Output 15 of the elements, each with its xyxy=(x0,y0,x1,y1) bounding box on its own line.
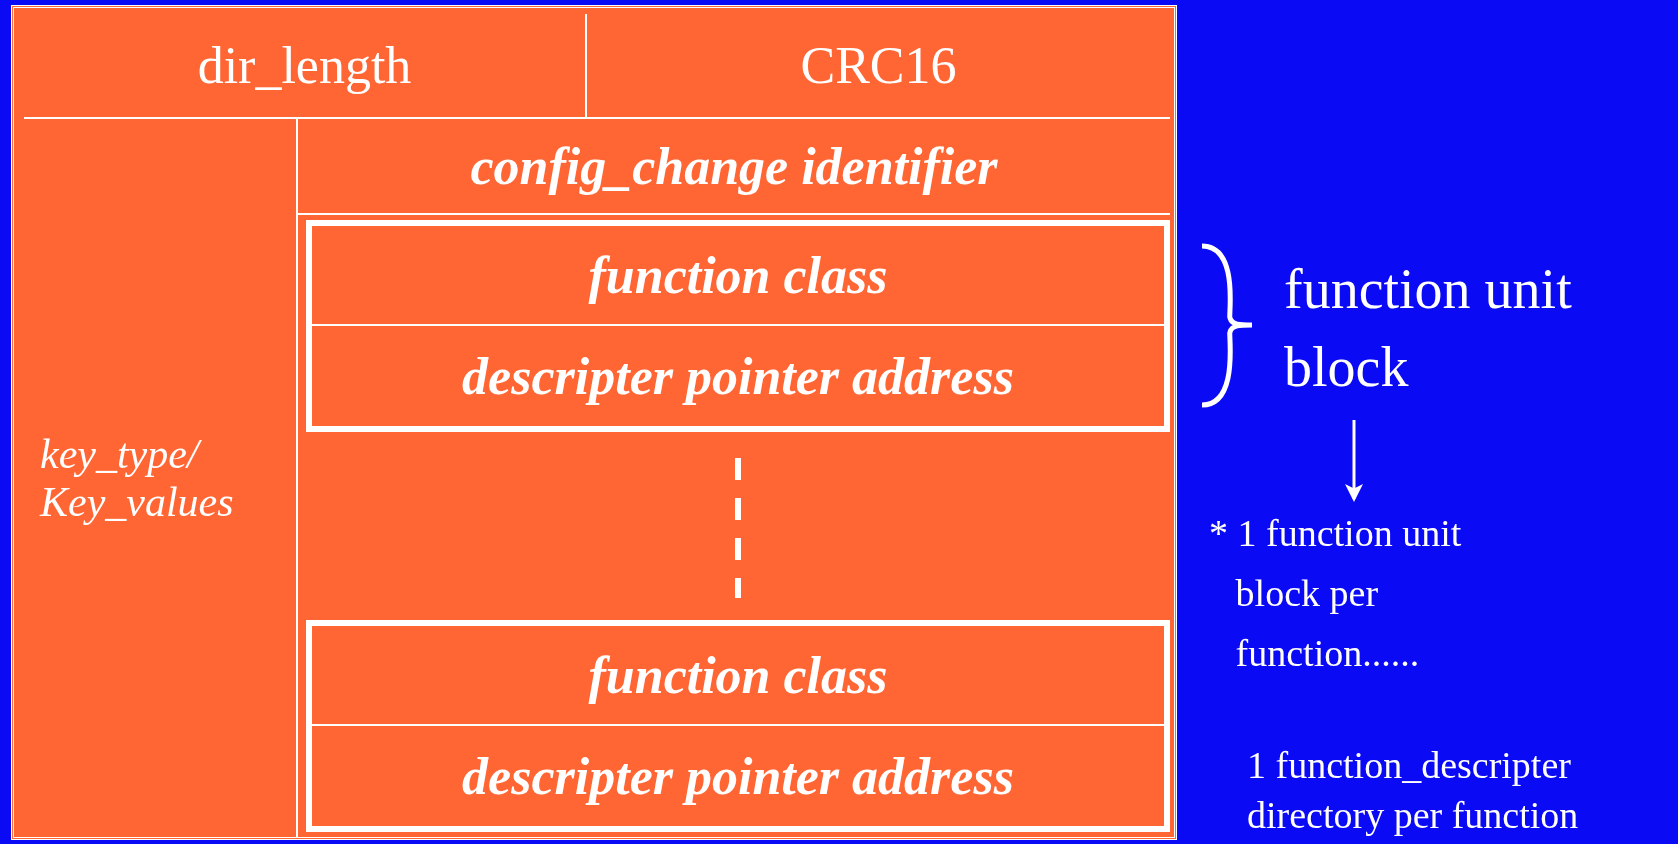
cell-text: descripter pointer address xyxy=(462,346,1014,406)
cell-text: function class xyxy=(588,645,888,705)
arrow xyxy=(1345,420,1363,502)
cell-text: config_change identifier xyxy=(470,136,998,196)
cell-text: function class xyxy=(588,245,888,305)
cell-text: function unit block xyxy=(1284,257,1573,400)
function-unit-block xyxy=(306,220,1170,432)
function-unit-block xyxy=(306,620,1170,832)
note-text: 1 function_descripter directory per function xyxy=(1247,743,1580,838)
cell-text: descripter pointer address xyxy=(462,746,1014,806)
cell-text: CRC16 xyxy=(800,36,957,95)
cell-text: dir_length xyxy=(197,36,412,95)
directory-table xyxy=(11,5,1177,840)
key-label: key_type/ Key_values xyxy=(40,430,235,526)
note-text: * 1 function unit block per function...... xyxy=(1209,511,1463,676)
